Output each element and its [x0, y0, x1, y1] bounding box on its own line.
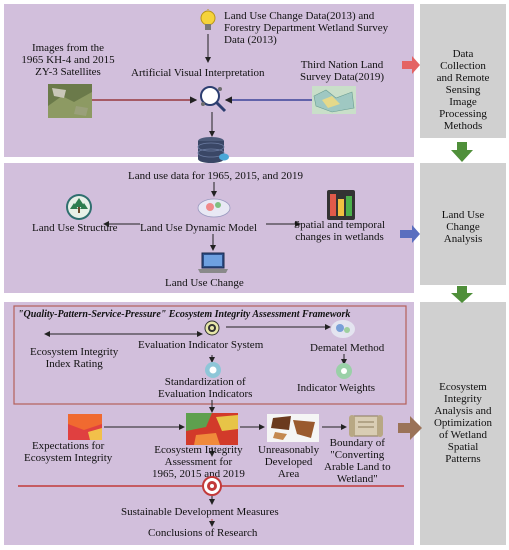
green-arrow-1: [451, 142, 473, 162]
blue-arrow-to-side-2: [400, 225, 420, 243]
satellite-images-label: Images from the 1965 KH-4 and 2015 ZY-3 …: [21, 42, 115, 78]
expectations-thumbnail: [68, 414, 102, 440]
globe-icon: [197, 198, 231, 218]
magnifier-icon: [200, 86, 227, 113]
target-icon-red: [202, 476, 222, 496]
spatial-temporal-label: Spatial and temporal changes in wetlands: [294, 219, 386, 243]
bar-chart-icon: [327, 190, 355, 220]
boundary-scroll-thumbnail: [349, 415, 383, 437]
land-use-dynamic-model-label: Land Use Dynamic Model: [140, 222, 257, 234]
framework-title: "Quality-Pattern-Service-Pressure" Ecosy…: [18, 309, 351, 320]
avi-label: Artificial Visual Interpretation: [131, 67, 265, 79]
ecosystem-index-rating-label: Ecosystem Integrity Index Rating: [30, 346, 119, 370]
assessment-thumbnail: [186, 413, 238, 445]
dematel-icon: [331, 320, 355, 338]
unreasonable-area-thumbnail: [267, 414, 319, 442]
side-box-land-use-change: [420, 163, 506, 285]
assessment-label: Ecosystem Integrity Assessment for 1965,…: [152, 444, 245, 480]
top-source-text: Land Use Change Data(2013) and Forestry …: [224, 10, 389, 46]
expectations-label: Expectations for Ecosystem Integrity: [24, 440, 113, 464]
red-arrow-to-side-1: [402, 56, 420, 74]
third-nation-survey-label: Third Nation Land Survey Data(2019): [300, 59, 385, 83]
lightbulb-icon: [200, 9, 216, 30]
evaluation-indicator-system-label: Evaluation Indicator System: [138, 339, 264, 351]
side-box-ecosystem: [420, 302, 506, 545]
target-icon: [204, 320, 220, 336]
land-use-data-label: Land use data for 1965, 2015, and 2019: [128, 170, 304, 182]
green-arrow-2: [451, 286, 473, 303]
satellite-image-thumbnail: [48, 84, 92, 118]
land-use-change-label: Land Use Change: [165, 277, 244, 289]
laptop-icon: [198, 252, 228, 273]
gear-icon: [205, 362, 221, 378]
sustainable-measures-label: Sustainable Development Measures: [121, 506, 279, 518]
standardization-label: Standardization of Evaluation Indicators: [158, 376, 253, 400]
indicator-weights-label: Indicator Weights: [297, 382, 376, 394]
side-box-data-collection: [420, 4, 506, 138]
unreasonable-area-label: Unreasonably Developed Area: [258, 444, 320, 480]
land-use-structure-label: Land Use Structure: [32, 222, 118, 234]
tree-icon: [66, 194, 92, 220]
database-icon: [197, 137, 229, 163]
conclusions-label: Conclusions of Research: [148, 527, 258, 539]
survey-map-thumbnail: [312, 86, 356, 114]
boundary-label: Boundary of "Converting Arable Land to W…: [324, 437, 391, 485]
brown-arrow-to-side-3: [398, 416, 422, 440]
weights-icon: [336, 363, 352, 379]
dematel-method-label: Dematel Method: [310, 342, 385, 354]
